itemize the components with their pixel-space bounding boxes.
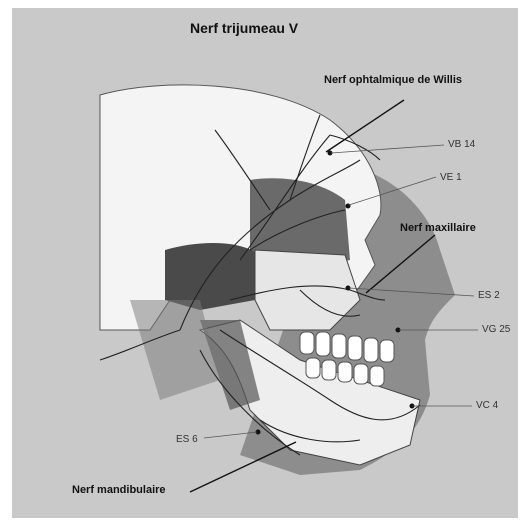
label-nerf-mandibulaire: Nerf mandibulaire (72, 484, 166, 496)
label-vb14: VB 14 (448, 139, 475, 150)
label-es6: ES 6 (176, 434, 198, 445)
label-nerf-maxillaire: Nerf maxillaire (400, 222, 476, 234)
label-vg25: VG 25 (482, 324, 510, 335)
point-ve1 (346, 204, 351, 209)
label-nerf-ophtalmique: Nerf ophtalmique de Willis (324, 74, 462, 86)
muscle (130, 300, 220, 400)
label-es2: ES 2 (478, 290, 500, 301)
diagram-title: Nerf trijumeau V (190, 20, 298, 36)
label-vc4: VC 4 (476, 400, 498, 411)
label-ve1: VE 1 (440, 172, 462, 183)
